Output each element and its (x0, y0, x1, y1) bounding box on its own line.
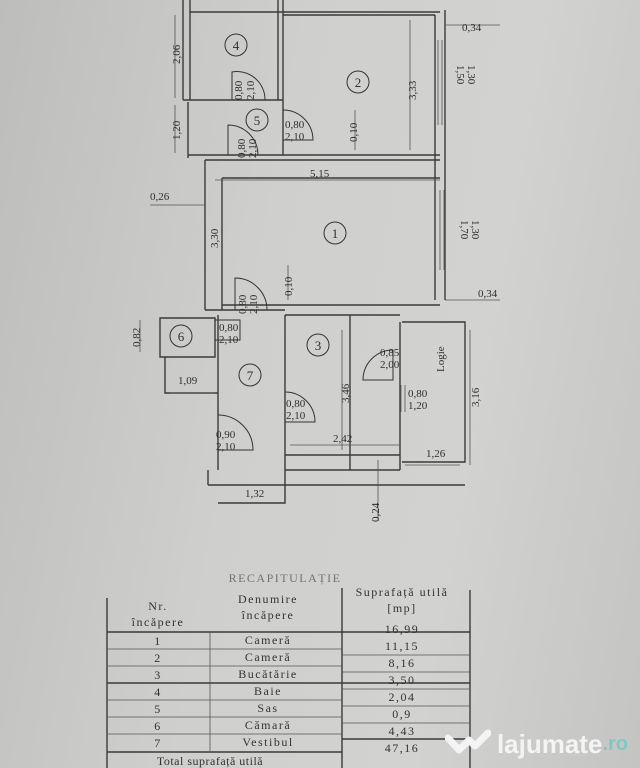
dim: 2,10 (245, 80, 257, 100)
dim: 0,90 (216, 429, 236, 441)
dim: 1,30 (465, 65, 477, 85)
table-cell-area: 4,43 (389, 724, 416, 738)
dim: 2,10 (285, 131, 305, 143)
dim: 2,10 (216, 441, 236, 453)
table-cell-nr: 7 (154, 736, 162, 750)
dim: 0,80 (285, 119, 305, 131)
table-cell-area: 16,99 (385, 622, 420, 636)
table-cell-name: Cameră (245, 650, 291, 664)
dim: 2,10 (219, 334, 239, 346)
dim: 2,42 (333, 433, 352, 445)
table-title: RECAPITULAȚIE (229, 571, 342, 585)
dim: 0,24 (370, 502, 382, 522)
total-label: Total suprafață utilă (157, 754, 263, 768)
summary-table: RECAPITULAȚIE Nr. încăpere Denumire încă… (106, 571, 471, 768)
dim: 1,70 (458, 220, 470, 240)
handshake-icon (444, 729, 491, 754)
table-cell-name: Vestibul (242, 735, 293, 749)
dim: 0,10 (283, 276, 295, 296)
dim: 0,80 (219, 322, 239, 334)
dim: 1,20 (171, 120, 183, 140)
room-5-label: 5 (254, 113, 261, 128)
table-cell-name: Bucătărie (238, 667, 297, 681)
lajumate-watermark: lajumate.ro (444, 728, 628, 760)
dim: 0,82 (131, 328, 143, 347)
room-3-label: 3 (315, 338, 322, 353)
table-cell-area: 3,50 (389, 673, 416, 687)
dim: 2,10 (286, 410, 306, 422)
door-arcs (215, 71, 394, 451)
table-cell-name: Cameră (245, 633, 291, 647)
table-cell-area: 11,15 (385, 639, 419, 653)
table-cell-nr: 5 (154, 702, 162, 716)
brand-name: lajumate (496, 728, 603, 759)
header-name: încăpere (241, 608, 295, 622)
dim: 5,15 (310, 168, 330, 180)
table-cell-area: 8,16 (389, 656, 416, 670)
brand-tld: .ro (602, 732, 628, 755)
dim: 3,33 (407, 80, 419, 100)
dim: 1,26 (426, 448, 446, 460)
dim: 3,30 (209, 228, 221, 248)
dim: 0,34 (462, 22, 482, 34)
room-6-label: 6 (178, 329, 185, 344)
header-area: [mp] (387, 601, 416, 615)
table-cell-name: Sas (257, 701, 278, 715)
room-1-label: 1 (332, 226, 339, 241)
dim: 0,80 (408, 388, 428, 400)
table-cell-nr: 1 (154, 634, 162, 648)
dim: 2,00 (380, 359, 400, 371)
table-cell-nr: 2 (154, 651, 162, 665)
dim: 0,80 (286, 398, 306, 410)
dim: 0,80 (236, 138, 248, 158)
header-area: Suprafață utilă (356, 585, 449, 599)
dim: 0,85 (380, 347, 400, 359)
room-labels: 4 2 5 1 6 3 7 Logie (169, 33, 447, 387)
dim: 2,06 (171, 44, 183, 64)
table-cell-nr: 3 (154, 668, 162, 682)
room-2-label: 2 (355, 75, 362, 90)
dim: 3,46 (340, 383, 352, 403)
dimensions: 0,34 2,06 0,80 2,10 3,33 1,50 1,30 1,20 … (131, 22, 498, 522)
dim: 1,32 (245, 488, 264, 500)
dim: 2,10 (248, 294, 260, 314)
logie-label: Logie (435, 346, 447, 372)
dim: 1,20 (408, 400, 428, 412)
dim: 3,16 (470, 387, 482, 407)
dim: 0,26 (150, 191, 170, 203)
room-4-label: 4 (233, 38, 240, 53)
dim: 0,80 (237, 294, 249, 314)
table-cell-name: Baie (254, 684, 282, 698)
table-cell-name: Cămară (245, 718, 291, 732)
header-nr: încăpere (131, 615, 185, 629)
room-7-label: 7 (247, 368, 254, 383)
dim: 2,10 (247, 138, 259, 158)
dim: 0,10 (348, 122, 360, 142)
total-value: 47,16 (385, 741, 420, 755)
dim: 1,30 (469, 220, 481, 240)
walls (139, 0, 500, 520)
header-name: Denumire (238, 592, 298, 606)
dim: 0,34 (478, 288, 498, 300)
table-cell-area: 0,9 (392, 707, 412, 721)
dim: 0,80 (233, 80, 245, 100)
table-cell-nr: 6 (154, 719, 162, 733)
table-cell-nr: 4 (154, 685, 162, 699)
dim: 1,09 (178, 375, 198, 387)
dim: 1,50 (454, 65, 466, 85)
table-cell-area: 2,04 (389, 690, 416, 704)
header-nr: Nr. (148, 599, 168, 613)
